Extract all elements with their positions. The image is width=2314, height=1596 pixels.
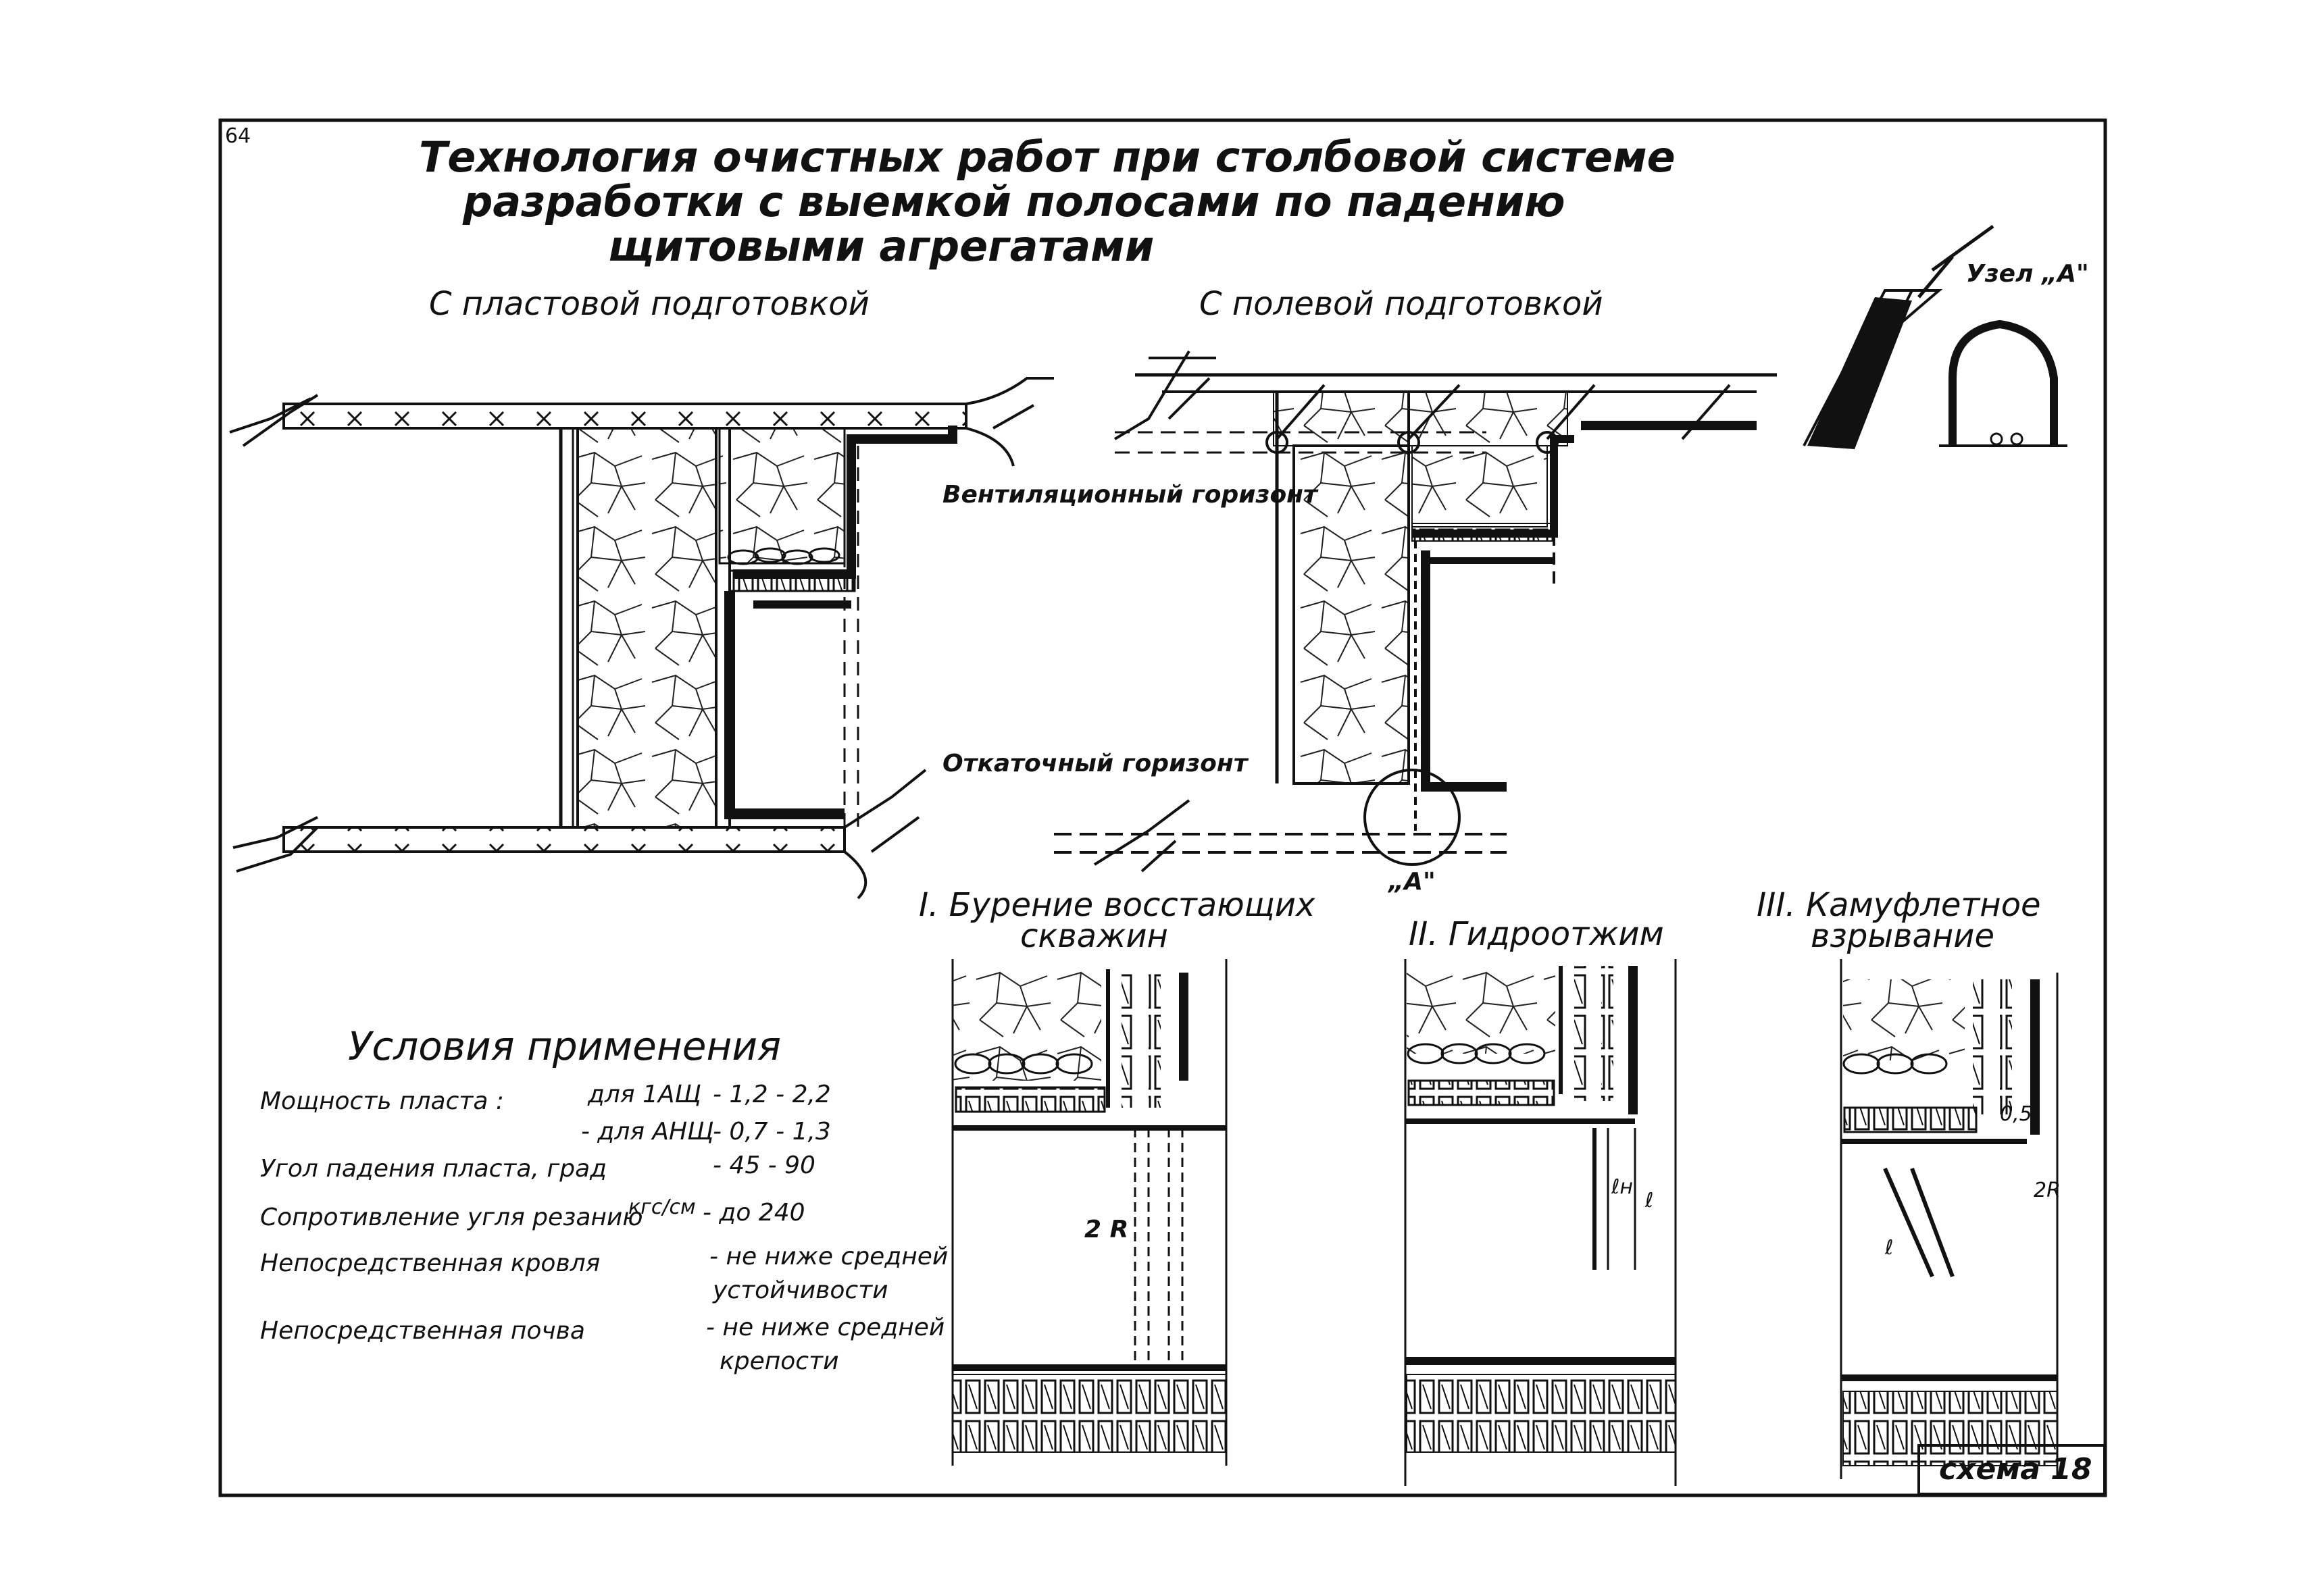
section-left-title: С пластовой подготовкой — [429, 285, 870, 323]
condition-detail: - для АНЩ — [581, 1118, 714, 1145]
node-a-mark: „А" — [1388, 868, 1436, 896]
stage-3-diagram — [1840, 959, 2059, 1479]
title-line-3: щитовыми агрегатами — [608, 222, 1155, 271]
scheme-label: схема 18 — [1939, 1452, 2092, 1487]
condition-value: - 45 - 90 — [713, 1152, 815, 1179]
condition-value: - не ниже средней — [709, 1243, 949, 1270]
condition-value: устойчивости — [713, 1277, 888, 1304]
stage-1-diagram — [951, 959, 1228, 1466]
condition-value: - 1,2 - 2,2 — [713, 1081, 831, 1108]
condition-name: Угол падения пласта, град — [260, 1155, 607, 1183]
conditions-heading: Условия применения — [348, 1023, 781, 1069]
condition-value: - 0,7 - 1,3 — [713, 1118, 831, 1145]
condition-name: Непосредственная почва — [260, 1317, 585, 1345]
stage-2-title: II. Гидроотжим — [1409, 915, 1664, 953]
dim-l-stage-3: ℓ — [1885, 1236, 1894, 1260]
dim-2r-stage-1: 2 R — [1084, 1216, 1129, 1243]
dim-05-stage-3: 0,5 — [2000, 1102, 2032, 1126]
scheme-box — [1917, 1444, 2106, 1495]
condition-name: Сопротивление угля резанию — [260, 1204, 643, 1231]
stage-3-title-line-2: взрывание — [1811, 917, 1994, 955]
sheet-frame — [218, 118, 2107, 1497]
haulage-horizon-label: Откаточный горизонт — [942, 750, 1248, 777]
dim-lh-stage-2: ℓн — [1611, 1175, 1634, 1199]
section-right-title: С полевой подготовкой — [1199, 285, 1603, 323]
stage-1-title-line-2: скважин — [1020, 917, 1168, 955]
condition-name: Непосредственная кровля — [260, 1250, 601, 1277]
condition-value: - до 240 — [703, 1199, 805, 1227]
condition-name: Мощность пласта : — [260, 1087, 504, 1115]
right-section-diagram — [1054, 350, 1777, 873]
dim-l-stage-2: ℓ — [1645, 1189, 1654, 1212]
condition-unit: кгс/см — [628, 1195, 696, 1219]
ventilation-horizon-label: Вентиляционный горизонт — [942, 481, 1317, 509]
condition-value: - не ниже средней — [706, 1314, 945, 1341]
page-number: 64 — [225, 124, 251, 148]
title-line-1: Технология очистных работ при столбовой … — [419, 132, 1676, 182]
stage-1-title-line-1: I. Бурение восстающих — [919, 886, 1315, 924]
node-a-detail — [1803, 224, 2067, 449]
dim-2r-stage-3: 2R — [2034, 1179, 2061, 1202]
left-section-diagram — [229, 377, 1054, 900]
node-a-label: Узел „А" — [1966, 260, 2089, 288]
condition-detail: для 1АЩ — [588, 1081, 701, 1108]
stage-3-title-line-1: III. Камуфлетное — [1757, 886, 2041, 924]
condition-value: крепости — [720, 1347, 839, 1375]
title-line-2: разработки с выемкой полосами по падению — [463, 177, 1565, 226]
stage-2-diagram — [1404, 959, 1677, 1486]
